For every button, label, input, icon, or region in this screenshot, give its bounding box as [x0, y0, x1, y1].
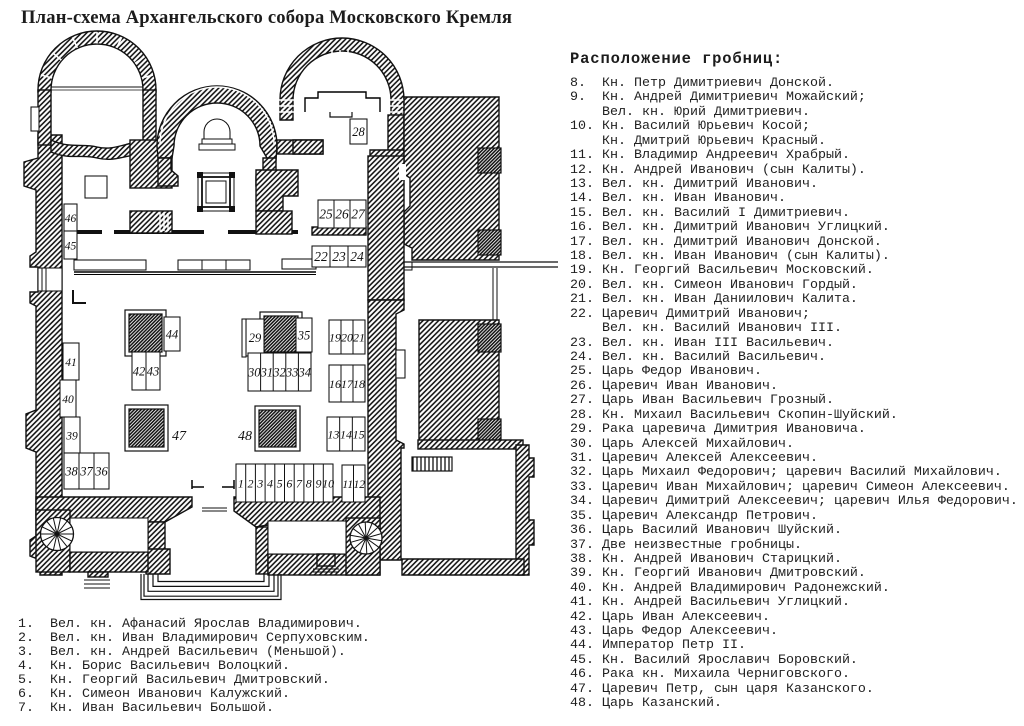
- svg-text:26: 26: [335, 207, 349, 222]
- svg-text:12: 12: [354, 479, 366, 491]
- svg-text:21: 21: [353, 331, 365, 345]
- svg-text:18: 18: [353, 377, 365, 391]
- svg-text:31: 31: [260, 366, 274, 380]
- svg-text:2: 2: [248, 477, 254, 491]
- svg-text:3: 3: [256, 477, 263, 491]
- svg-text:32: 32: [272, 366, 286, 380]
- svg-text:48: 48: [238, 429, 252, 444]
- svg-text:41: 41: [65, 357, 77, 369]
- svg-text:22: 22: [314, 249, 328, 264]
- svg-text:9: 9: [315, 477, 321, 491]
- svg-text:6: 6: [286, 477, 292, 491]
- svg-text:28: 28: [352, 125, 365, 139]
- svg-text:20: 20: [341, 331, 353, 345]
- svg-text:8: 8: [306, 477, 312, 491]
- svg-text:10: 10: [322, 477, 334, 491]
- svg-text:13: 13: [327, 428, 339, 442]
- svg-text:36: 36: [94, 465, 108, 479]
- svg-text:37: 37: [79, 465, 93, 479]
- svg-text:43: 43: [147, 365, 160, 379]
- svg-text:1: 1: [238, 477, 244, 491]
- svg-text:15: 15: [353, 428, 365, 442]
- svg-text:38: 38: [64, 465, 78, 479]
- svg-text:27: 27: [351, 207, 366, 222]
- svg-text:46: 46: [65, 213, 77, 225]
- svg-text:30: 30: [247, 366, 261, 380]
- svg-text:24: 24: [350, 249, 364, 264]
- svg-text:35: 35: [297, 329, 311, 343]
- svg-text:40: 40: [62, 394, 74, 406]
- svg-text:25: 25: [319, 207, 333, 222]
- svg-text:11: 11: [342, 479, 353, 491]
- svg-text:34: 34: [297, 366, 311, 380]
- svg-text:47: 47: [172, 429, 187, 444]
- svg-text:39: 39: [65, 431, 78, 443]
- svg-text:5: 5: [277, 477, 283, 491]
- svg-text:33: 33: [285, 366, 299, 380]
- svg-text:42: 42: [133, 365, 146, 379]
- svg-text:4: 4: [267, 477, 273, 491]
- svg-text:14: 14: [340, 428, 352, 442]
- svg-text:7: 7: [296, 477, 303, 491]
- svg-text:29: 29: [249, 331, 262, 345]
- svg-text:23: 23: [332, 249, 346, 264]
- svg-text:17: 17: [341, 377, 354, 391]
- svg-text:16: 16: [329, 377, 341, 391]
- svg-text:19: 19: [329, 331, 341, 345]
- svg-text:44: 44: [166, 328, 179, 342]
- svg-text:45: 45: [65, 241, 77, 253]
